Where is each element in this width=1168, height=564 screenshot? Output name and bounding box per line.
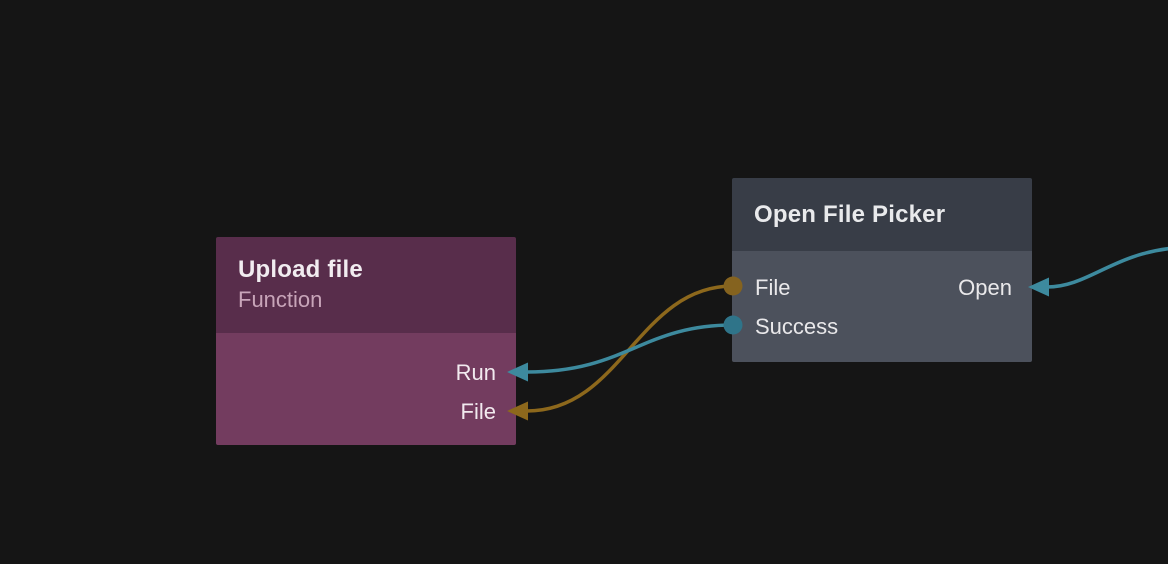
node-open-file-picker[interactable]: Open File Picker File Open Success	[732, 178, 1032, 362]
node-title: Upload file	[238, 256, 363, 283]
wire-offscreen-to-open[interactable]	[1045, 247, 1168, 289]
port-label-file-input: File	[460, 399, 496, 424]
port-label-file-output: File	[755, 275, 791, 300]
node-upload-file-header: Upload file Function	[216, 237, 516, 333]
node-subtitle: Function	[238, 287, 323, 312]
port-row-file-input: File	[216, 392, 516, 431]
port-label-run: Run	[455, 360, 496, 385]
port-row-success: Success	[732, 307, 1032, 346]
node-upload-file-body: Run File	[216, 333, 516, 445]
node-open-file-picker-header: Open File Picker	[732, 178, 1032, 251]
port-row-file-open: File Open	[732, 268, 1032, 307]
port-row-run: Run	[216, 353, 516, 392]
node-upload-file[interactable]: Upload file Function Run File	[216, 237, 516, 445]
port-label-open: Open	[958, 275, 1012, 300]
wire-success-to-run[interactable]	[525, 323, 735, 374]
node-title: Open File Picker	[754, 200, 946, 228]
node-open-file-picker-body: File Open Success	[732, 251, 1032, 362]
port-label-success: Success	[755, 314, 839, 339]
